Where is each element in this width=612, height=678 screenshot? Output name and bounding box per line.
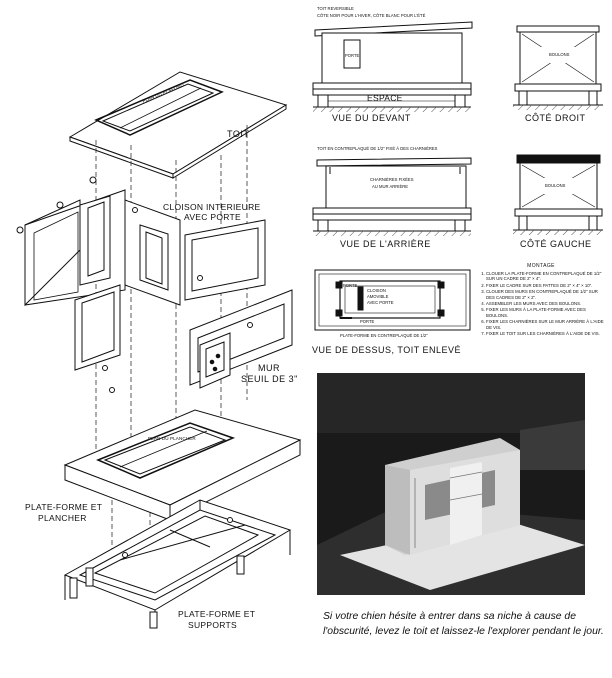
right-side-drawing [513,25,603,110]
exploded-roof [68,71,288,179]
montage-step: FIXER LE TOIT SUR LES CHARNIÈRES À L'AID… [486,331,606,336]
photo-caption: Si votre chien hésite à entrer dans sa n… [323,611,604,637]
top-partition-label-line1: CLOISON [367,288,386,293]
top-partition-label-line2: AMOVIBLE [367,294,389,299]
wall-label: MUR [258,363,280,373]
montage-step: ASSEMBLER LES MURS AVEC DES BOULONS. [486,301,606,306]
space-label: ESPACE [367,93,403,103]
top-view-title: VUE DE DESSUS, TOIT ENLEVÉ [312,345,462,355]
montage-step: CLOUER DES MURS EN CONTREPLAQUÉ DE 1/2" … [486,289,606,300]
front-view-title: VUE DU DEVANT [332,113,411,123]
floor-plan-label: PLAN DU PLANCHER [148,436,196,441]
photo-dog-house [317,373,585,595]
montage-title: MONTAGE [527,263,555,269]
front-door-label: PORTE [345,53,360,58]
front-view-drawing [312,21,473,112]
right-bolts-label: BOULONS [549,52,570,57]
montage-steps-list: CLOUER LA PLATE-FORME EN CONTREPLAQUÉ DE… [476,271,606,336]
partition-label-line1: CLOISON INTERIEURE [163,202,261,212]
left-side-drawing [513,154,603,235]
rear-hinges-label-line1: CHARNIÈRES FIXÉES [370,177,414,182]
montage-step: FIXER LE CADRE SUR DES PATTES DE 2" × 4"… [486,283,606,288]
platform-floor-label-line2: PLANCHER [38,513,87,523]
montage-step: FIXER LES MURS À LA PLATE-FORME AVEC DES… [486,307,606,318]
exploded-platform-floor [63,409,302,521]
left-bolts-label: BOULONS [545,183,566,188]
top-door-label-top: PORTE [343,283,358,288]
rear-view-drawing [312,157,472,236]
platform-supports-label-line1: PLATE-FORME ET [178,609,256,619]
assembly-instructions: MONTAGE CLOUER LA PLATE-FORME EN CONTREP… [476,263,606,337]
top-partition-label-line3: AVEC PORTE [367,300,394,305]
rear-roof-note: TOIT EN CONTREPLAQUÉ DE 1/2" FIXÉ À DES … [317,146,438,151]
rear-view-title: VUE DE L'ARRIÈRE [340,239,431,249]
front-roof-note-line2: CÔTE NOIR POUR L'HIVER, CÔTE BLANC POUR … [317,13,426,18]
rear-hinges-label-line2: AU MUR ARRIÈRE [372,184,409,189]
platform-supports-label-line2: SUPPORTS [188,620,238,630]
exploded-walls [16,176,293,393]
top-platform-note: PLATE-FORME EN CONTREPLAQUÉ DE 1/2" [340,333,428,338]
platform-floor-label-line1: PLATE-FORME ET [25,502,103,512]
partition-label-line2: AVEC PORTE [184,212,242,222]
right-side-title: CÔTÉ DROIT [525,113,586,123]
sill-label: SEUIL DE 3" [241,374,298,384]
front-roof-note-line1: TOIT REVERSIBLE [317,6,354,11]
montage-step: CLOUER LA PLATE-FORME EN CONTREPLAQUÉ DE… [486,271,606,282]
exploded-platform-supports [63,499,292,629]
roof-label: TOIT [227,129,250,139]
montage-step: FIXER LES CHARNIÈRES SUR LE MUR ARRIÈRE … [486,319,606,330]
left-side-title: CÔTÉ GAUCHE [520,239,592,249]
top-door-label-bottom: PORTE [360,319,375,324]
top-view-drawing [314,269,471,331]
